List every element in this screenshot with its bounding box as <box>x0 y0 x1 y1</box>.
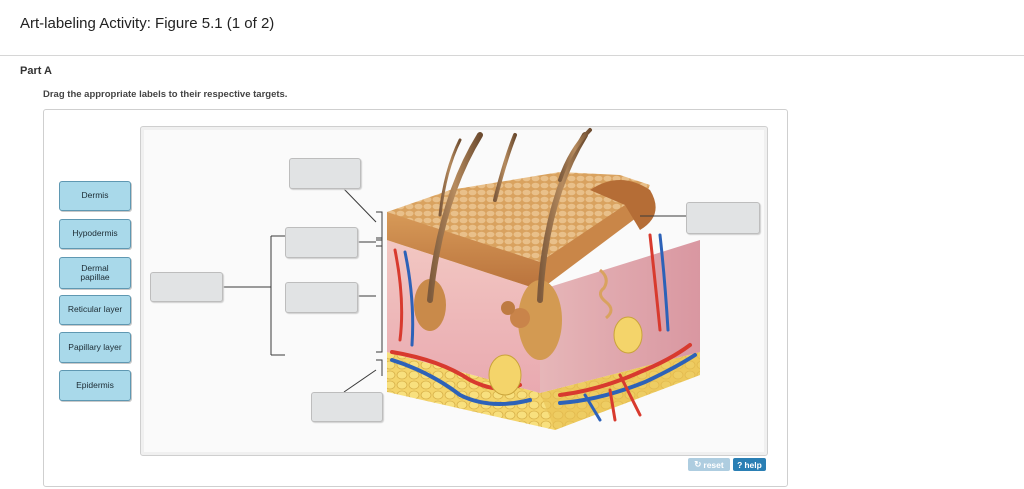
label-papillary-layer[interactable]: Papillary layer <box>59 332 131 363</box>
drop-target-top[interactable] <box>289 158 361 189</box>
label-dermis[interactable]: Dermis <box>59 181 131 211</box>
blood-vessels <box>390 233 697 422</box>
label-epidermis[interactable]: Epidermis <box>59 370 131 401</box>
help-label: help <box>744 459 762 470</box>
drop-target-left[interactable] <box>150 272 223 302</box>
hairs <box>427 128 592 303</box>
label-reticular-layer[interactable]: Reticular layer <box>59 295 131 325</box>
refresh-icon: ↻ <box>694 459 702 469</box>
reset-label: reset <box>703 459 724 470</box>
drop-target-middle-lower[interactable] <box>285 282 358 313</box>
reset-button[interactable]: ↻ reset <box>688 458 730 471</box>
drop-target-middle-upper[interactable] <box>285 227 358 258</box>
leader-lines <box>223 188 686 393</box>
label-hypodermis[interactable]: Hypodermis <box>59 219 131 249</box>
page-title: Art-labeling Activity: Figure 5.1 (1 of … <box>20 15 275 32</box>
question-icon: ? <box>737 459 743 470</box>
help-button[interactable]: ? help <box>733 458 766 471</box>
hair-follicle <box>414 268 643 396</box>
drop-target-bottom[interactable] <box>311 392 383 422</box>
instructions: Drag the appropriate labels to their res… <box>43 89 288 100</box>
header-divider <box>0 55 1024 56</box>
drop-target-right[interactable] <box>686 202 760 234</box>
part-heading: Part A <box>20 65 52 77</box>
dermis-block <box>387 240 700 393</box>
label-dermal-papillae[interactable]: Dermal papillae <box>59 257 131 289</box>
